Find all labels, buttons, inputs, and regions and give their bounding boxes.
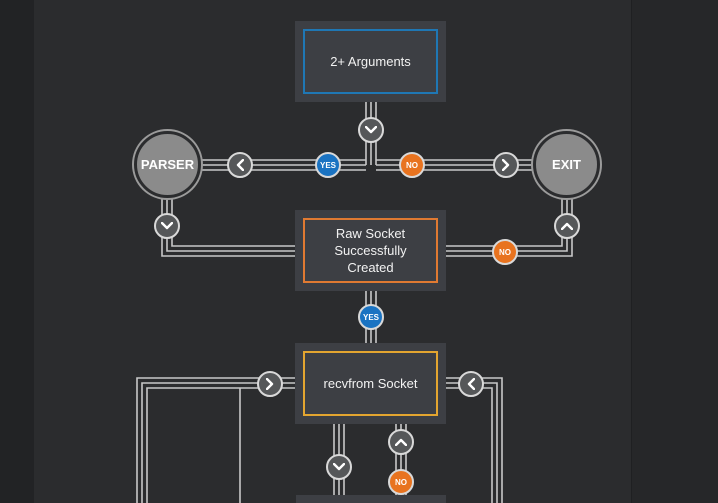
arguments-check-box[interactable]: 2+ Arguments bbox=[295, 21, 446, 102]
left-gutter bbox=[0, 0, 34, 503]
yes-badge: YES bbox=[358, 304, 384, 330]
yes-badge: YES bbox=[315, 152, 341, 178]
chevron-right-icon[interactable] bbox=[257, 371, 283, 397]
recvfrom-socket-label: recvfrom Socket bbox=[303, 351, 438, 416]
no-badge: NO bbox=[399, 152, 425, 178]
raw-socket-check-box[interactable]: Raw Socket Successfully Created bbox=[295, 210, 446, 291]
no-badge-label: NO bbox=[406, 160, 418, 170]
no-badge-label: NO bbox=[499, 247, 511, 257]
chevron-up-icon[interactable] bbox=[388, 429, 414, 455]
yes-badge-label: YES bbox=[319, 160, 336, 170]
connector-right-loop bbox=[446, 377, 503, 503]
parser-node[interactable]: PARSER bbox=[134, 131, 201, 198]
no-badge-label: NO bbox=[395, 477, 407, 487]
chevron-left-icon[interactable] bbox=[458, 371, 484, 397]
right-gutter bbox=[631, 0, 718, 503]
yes-badge-label: YES bbox=[362, 312, 379, 322]
arguments-check-label: 2+ Arguments bbox=[303, 29, 438, 94]
no-badge: NO bbox=[388, 469, 414, 495]
next-box-partial bbox=[296, 495, 446, 503]
chevron-down-icon[interactable] bbox=[326, 454, 352, 480]
no-badge: NO bbox=[492, 239, 518, 265]
chevron-up-icon[interactable] bbox=[554, 213, 580, 239]
chevron-right-icon[interactable] bbox=[493, 152, 519, 178]
connector-to-parser bbox=[200, 159, 366, 171]
connector-left-loop bbox=[136, 377, 296, 503]
chevron-down-icon[interactable] bbox=[358, 117, 384, 143]
chevron-left-icon[interactable] bbox=[227, 152, 253, 178]
exit-node[interactable]: EXIT bbox=[533, 131, 600, 198]
parser-label: PARSER bbox=[140, 157, 195, 172]
connector-parser-down bbox=[161, 197, 296, 257]
chevron-down-icon[interactable] bbox=[154, 213, 180, 239]
recvfrom-socket-box[interactable]: recvfrom Socket bbox=[295, 343, 446, 424]
exit-label: EXIT bbox=[552, 157, 581, 172]
raw-socket-check-label: Raw Socket Successfully Created bbox=[303, 218, 438, 283]
